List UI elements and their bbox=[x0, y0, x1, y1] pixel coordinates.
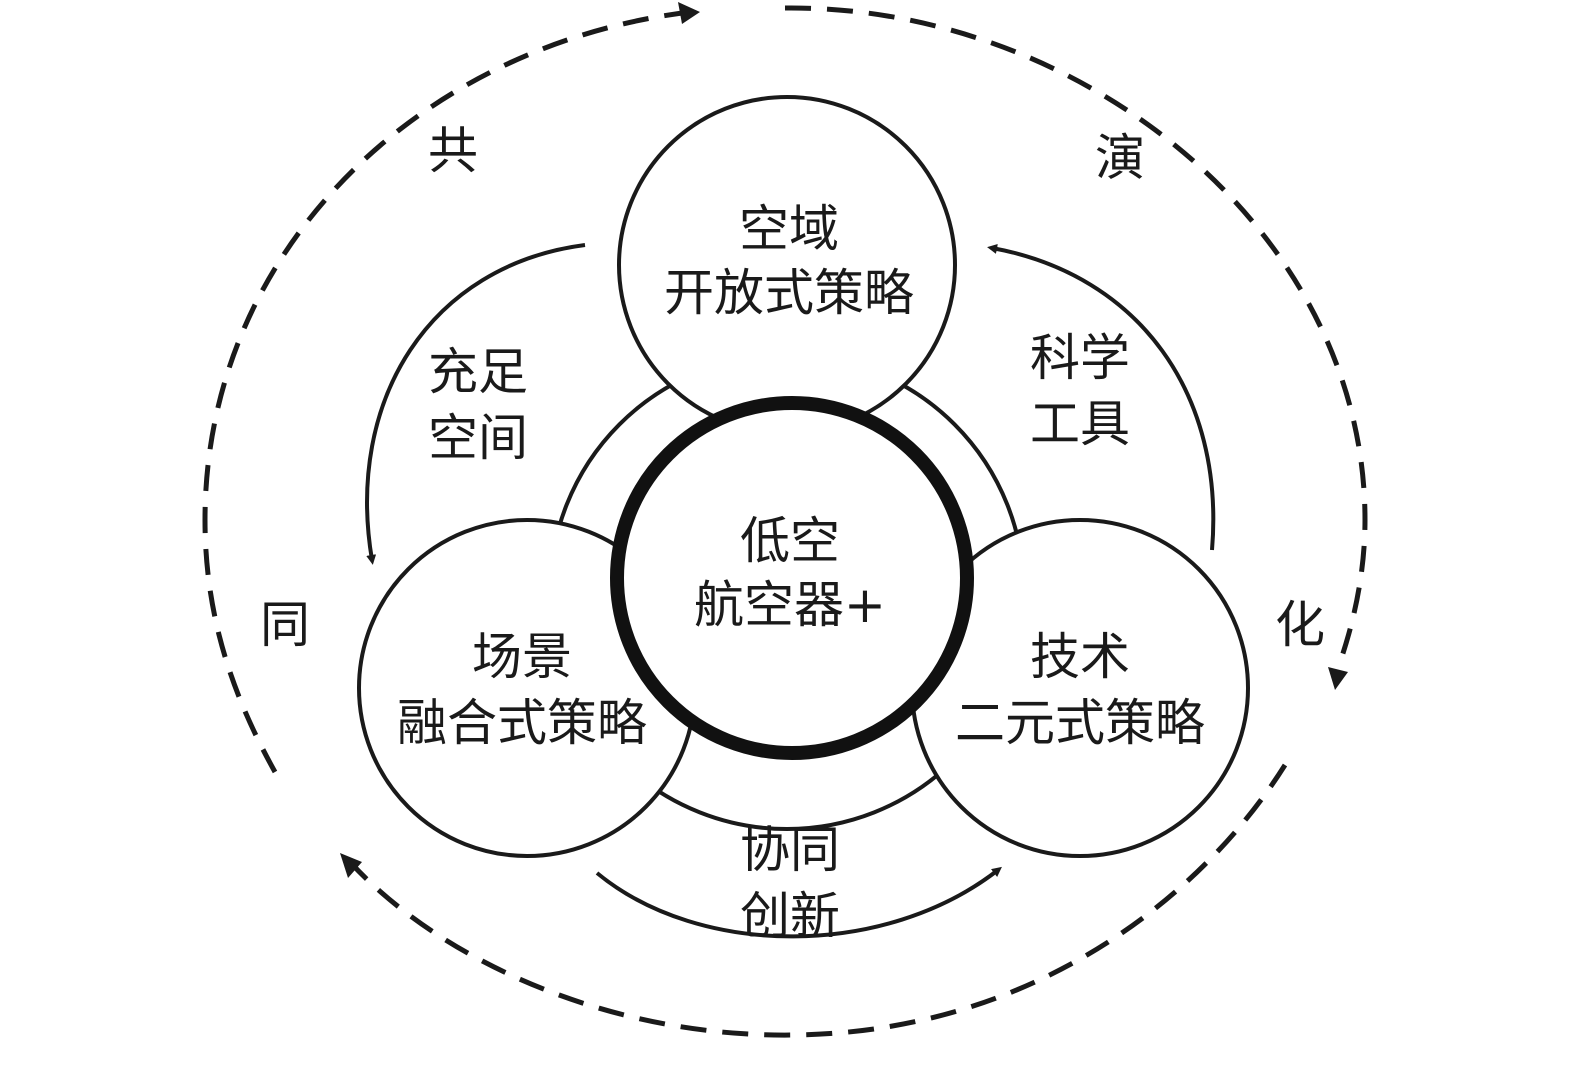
outer-arrowhead-top bbox=[678, 2, 700, 24]
outer-char-gong: 共 bbox=[428, 122, 478, 180]
outer-dash-left bbox=[202, 9, 691, 774]
right-circle-label-line2: 二元式策略 bbox=[955, 694, 1205, 752]
arc-right-label-line2: 工具 bbox=[1030, 395, 1130, 453]
arc-left-label-line2: 空间 bbox=[428, 409, 528, 467]
arc-arrow-left bbox=[365, 243, 586, 565]
outer-arrowhead-right bbox=[1328, 667, 1348, 690]
left-circle-label-line2: 融合式策略 bbox=[397, 694, 647, 752]
center-label-line2: 航空器+ bbox=[694, 576, 886, 634]
center-label-line1: 低空 bbox=[740, 512, 840, 570]
left-circle-label-line1: 场景 bbox=[472, 628, 572, 686]
arc-arrow-bottom bbox=[595, 866, 1002, 939]
outer-char-yan: 演 bbox=[1095, 129, 1145, 187]
outer-arrowhead-bottom-left bbox=[340, 853, 362, 878]
arc-right-label-line1: 科学 bbox=[1030, 329, 1130, 387]
outer-char-tong: 同 bbox=[260, 596, 310, 654]
center-circle bbox=[610, 396, 974, 760]
outer-char-hua: 化 bbox=[1275, 596, 1325, 654]
arc-bottom-label-line2: 创新 bbox=[740, 887, 840, 945]
top-circle-label-line1: 空域 bbox=[739, 200, 839, 258]
outer-dash-right bbox=[784, 5, 1368, 669]
right-circle-label-line1: 技术 bbox=[1030, 628, 1130, 686]
arc-arrow-right bbox=[987, 243, 1216, 551]
arc-bottom-label-line1: 协同 bbox=[740, 821, 840, 879]
top-circle-label-line2: 开放式策略 bbox=[664, 264, 914, 322]
arc-left-label-line1: 充足 bbox=[428, 343, 528, 401]
outer-dashed-loop bbox=[202, 5, 1368, 1038]
outer-dash-bottom-right bbox=[348, 763, 1288, 1038]
